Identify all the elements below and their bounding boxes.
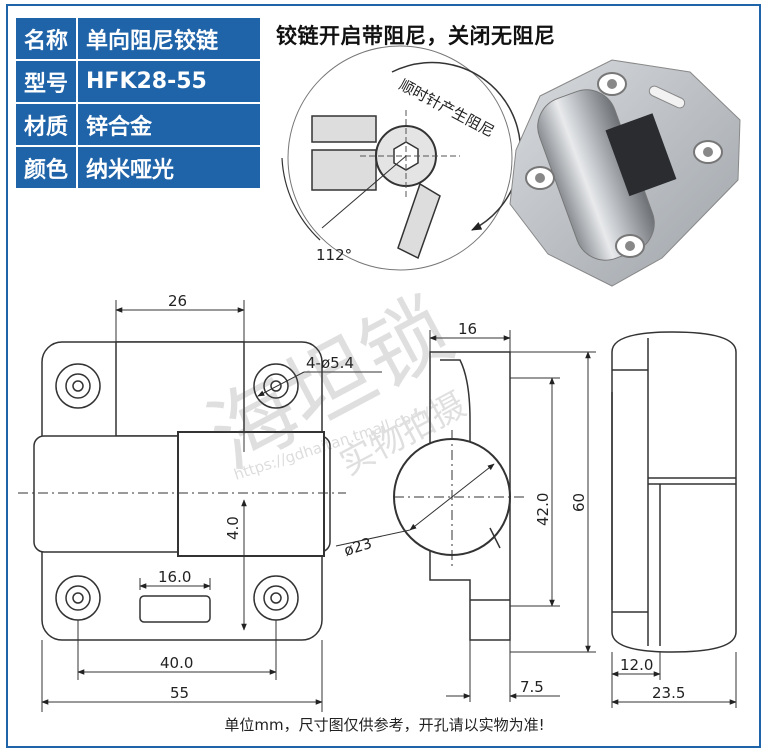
footer-note: 单位mm，尺寸图仅供参考，开孔请以实物为准! [224,716,545,734]
dim-40: 40.0 [160,654,193,672]
dim-23-5: 23.5 [652,684,685,702]
dim-26: 26 [168,292,187,310]
spec-value-name: 单向阻尼铰链 [76,16,262,61]
rotation-inset: 112° 顺时针产生阻尼 [281,45,522,271]
product-description: 铰链开启带阻尼，关闭无阻尼 [276,24,556,48]
edge-view [611,331,737,653]
dim-side-16: 16 [458,320,477,338]
dim-12: 12.0 [620,656,653,674]
side-dimensions [335,330,596,702]
dim-60: 60 [570,493,588,512]
spec-value-color: 纳米哑光 [76,145,262,190]
dim-55: 55 [170,684,189,702]
dim-42: 42.0 [534,493,552,526]
front-view [18,341,346,641]
spec-value-model: HFK28-55 [76,59,262,104]
spec-table: 名称 单向阻尼铰链 型号 HFK28-55 材质 锌合金 颜色 纳米哑光 [14,16,262,190]
dim-4: 4.0 [224,516,242,540]
spec-key-model: 型号 [14,59,78,104]
dim-diameter-23: ø23 [342,534,374,560]
spec-key-color: 颜色 [14,145,78,190]
spec-row-color: 颜色 纳米哑光 [14,145,262,190]
spec-row-name: 名称 单向阻尼铰链 [14,16,262,61]
edge-dimensions [611,652,737,708]
dim-hole-spec: 4-ø5.4 [306,354,354,372]
front-dimensions [41,300,382,712]
inset-angle-label: 112° [316,246,352,264]
spec-value-material: 锌合金 [76,102,262,147]
dim-7-5: 7.5 [520,678,544,696]
spec-row-material: 材质 锌合金 [14,102,262,147]
hinge-photo [509,59,741,287]
spec-key-material: 材质 [14,102,78,147]
spec-key-name: 名称 [14,16,78,61]
spec-row-model: 型号 HFK28-55 [14,59,262,104]
dim-16: 16.0 [158,568,191,586]
